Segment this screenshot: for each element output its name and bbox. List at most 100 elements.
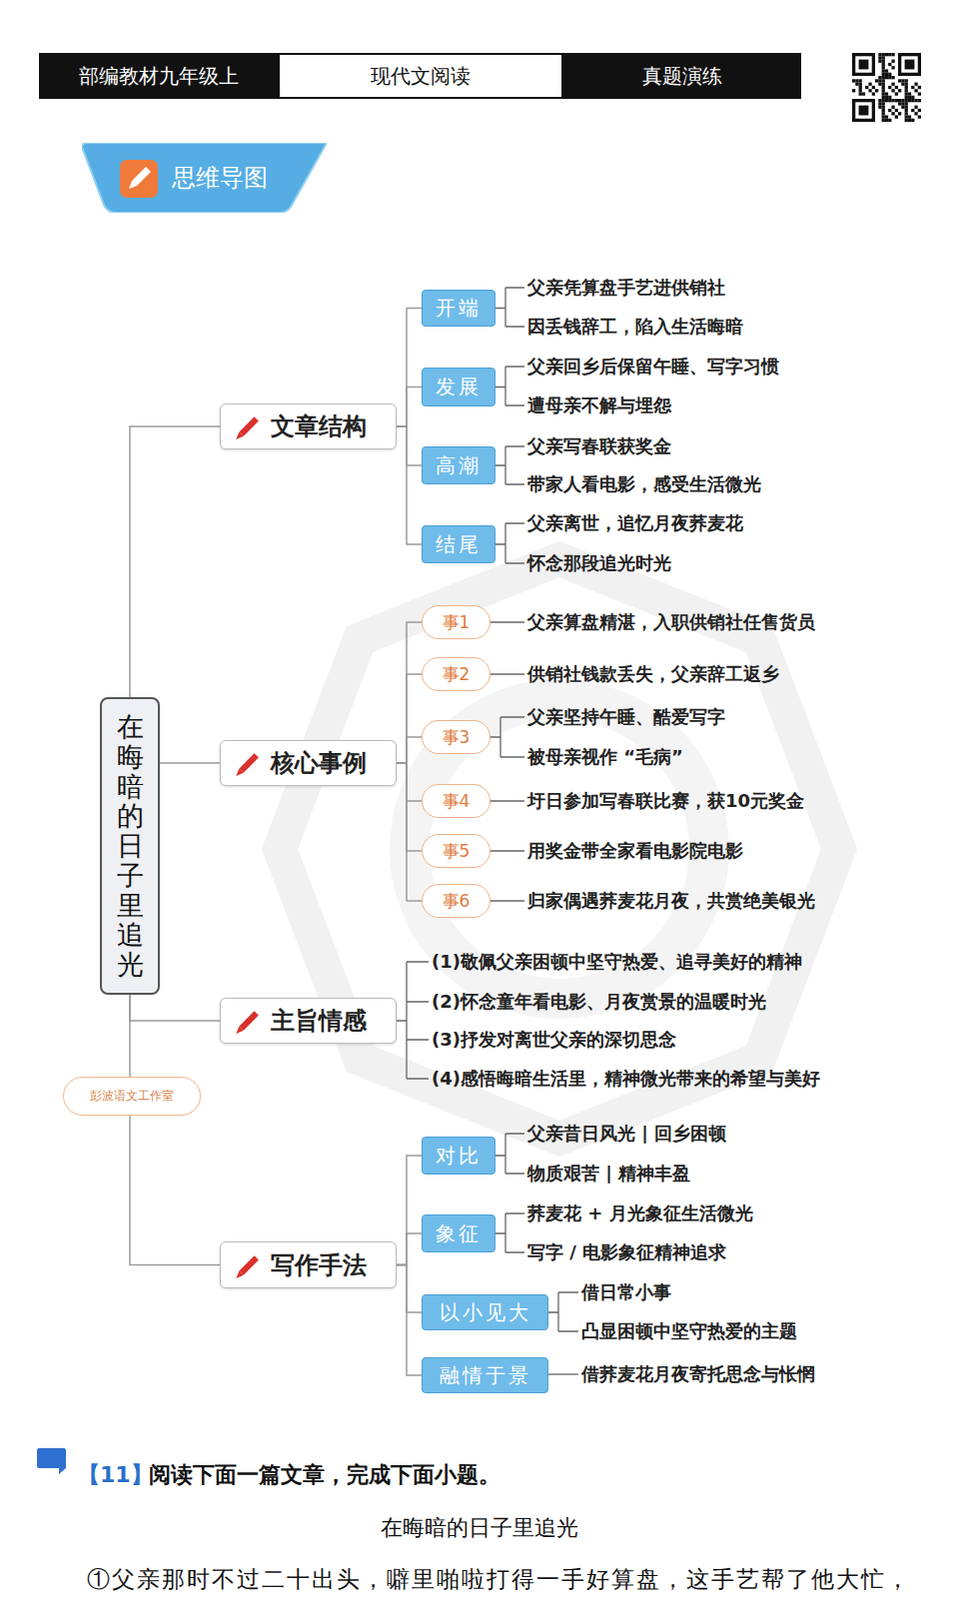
event-pill: 事1	[421, 605, 491, 640]
qr-module	[882, 75, 886, 79]
leaf-text: (4)感悟晦暗生活里，精神微光带来的希望与美好	[431, 1066, 821, 1091]
node-text: 部编教材九年级上	[78, 62, 239, 90]
leaf-text: (2)怀念童年看电影、月夜赏景的温暖时光	[431, 989, 767, 1014]
qr-module	[875, 78, 879, 82]
topic-box: 开端	[421, 289, 496, 327]
qr-module	[905, 101, 909, 105]
node-text: 事6	[442, 890, 471, 914]
topic-box: 象征	[421, 1214, 496, 1253]
qr-module	[878, 55, 882, 59]
leaf-text: 用奖金带全家看电影院电影	[527, 839, 744, 864]
pencil-body	[238, 416, 258, 436]
qr-finder-core	[905, 59, 916, 70]
question-text: 在晦暗的日子里追光	[380, 1513, 579, 1544]
qr-module	[859, 85, 863, 89]
bracket	[490, 800, 525, 802]
node-text: 写作手法	[270, 1249, 367, 1282]
qr-module	[891, 88, 895, 92]
qr-module	[888, 72, 892, 76]
qr-module	[882, 59, 886, 63]
node-text: 对比	[435, 1142, 482, 1170]
connector	[159, 762, 220, 765]
connector	[396, 763, 422, 902]
watermark-shape	[279, 559, 840, 1139]
qr-finder-core	[859, 59, 870, 70]
qr-module	[888, 98, 892, 102]
leaf-text: 归家偶遇荞麦花月夜，共赏绝美银光	[527, 889, 816, 914]
qr-module	[865, 85, 869, 89]
connector	[129, 994, 220, 1266]
qr-module	[891, 59, 895, 63]
connector	[396, 1233, 422, 1266]
qr-module	[891, 65, 895, 69]
qr-module	[888, 75, 892, 79]
qr-module	[878, 59, 882, 63]
qr-module	[905, 82, 909, 86]
connector	[129, 426, 220, 698]
qr-module	[911, 95, 915, 99]
leaf-text: 圩日参加写春联比赛，获10元奖金	[527, 789, 805, 814]
leaf-text: 父亲坚持午睡、酷爱写字	[527, 705, 726, 730]
qr-module	[918, 85, 922, 89]
qr-module	[859, 88, 863, 92]
qr-module	[891, 82, 895, 86]
qr-module	[882, 52, 886, 56]
qr-module	[891, 111, 895, 115]
node-text: 文章结构	[270, 410, 367, 443]
qr-module	[875, 88, 879, 92]
qr-module	[888, 85, 892, 89]
qr-module	[882, 105, 886, 109]
leaf-text: (3)抒发对离世父亲的深切思念	[431, 1027, 677, 1052]
node-text: 思维导图	[171, 161, 268, 194]
qr-module	[885, 75, 889, 79]
pencil-icon	[232, 749, 261, 778]
node-text: 发展	[435, 373, 482, 401]
qr-module	[905, 78, 909, 82]
qr-module	[862, 91, 866, 95]
qr-module	[914, 105, 918, 109]
bracket	[490, 717, 525, 758]
qr-module	[898, 88, 902, 92]
qr-module	[882, 85, 886, 89]
qr-module	[882, 68, 886, 72]
qr-module	[905, 98, 909, 102]
qr-code	[852, 52, 922, 122]
qr-module	[878, 75, 882, 79]
qr-module	[885, 114, 889, 118]
connector	[396, 622, 422, 764]
qr-module	[882, 65, 886, 69]
qr-module	[882, 72, 886, 76]
leaf-text: 因丢钱辞工，陷入生活晦暗	[527, 314, 744, 339]
leaf-text: 被母亲视作 “毛病”	[527, 745, 684, 770]
bracket	[495, 366, 525, 406]
qr-module	[855, 82, 859, 86]
qr-module	[901, 101, 905, 105]
bracket	[495, 1213, 525, 1253]
qr-module	[901, 98, 905, 102]
pencil-body	[238, 1255, 258, 1275]
node-text: 核心事例	[270, 747, 367, 780]
qr-module	[911, 118, 915, 122]
qr-module	[868, 88, 872, 92]
node-text: 融情于景	[439, 1362, 532, 1390]
question-text: 【11】	[77, 1460, 153, 1491]
connector	[396, 1155, 422, 1266]
bracket	[495, 523, 525, 564]
qr-module	[905, 111, 909, 115]
qr-module	[891, 105, 895, 109]
connector	[396, 763, 422, 802]
bracket	[495, 287, 525, 327]
qr-module	[872, 85, 876, 89]
qr-module	[905, 85, 909, 89]
node-text: 高潮	[435, 452, 482, 480]
qr-module	[905, 108, 909, 112]
bracket	[490, 900, 525, 902]
qr-module	[911, 108, 915, 112]
node-text: 真题演练	[642, 62, 723, 90]
qr-module	[859, 82, 863, 86]
bracket	[490, 850, 525, 852]
node-text: 现代文阅读	[370, 62, 471, 90]
node-text: 开端	[435, 294, 482, 322]
qr-module	[895, 91, 899, 95]
